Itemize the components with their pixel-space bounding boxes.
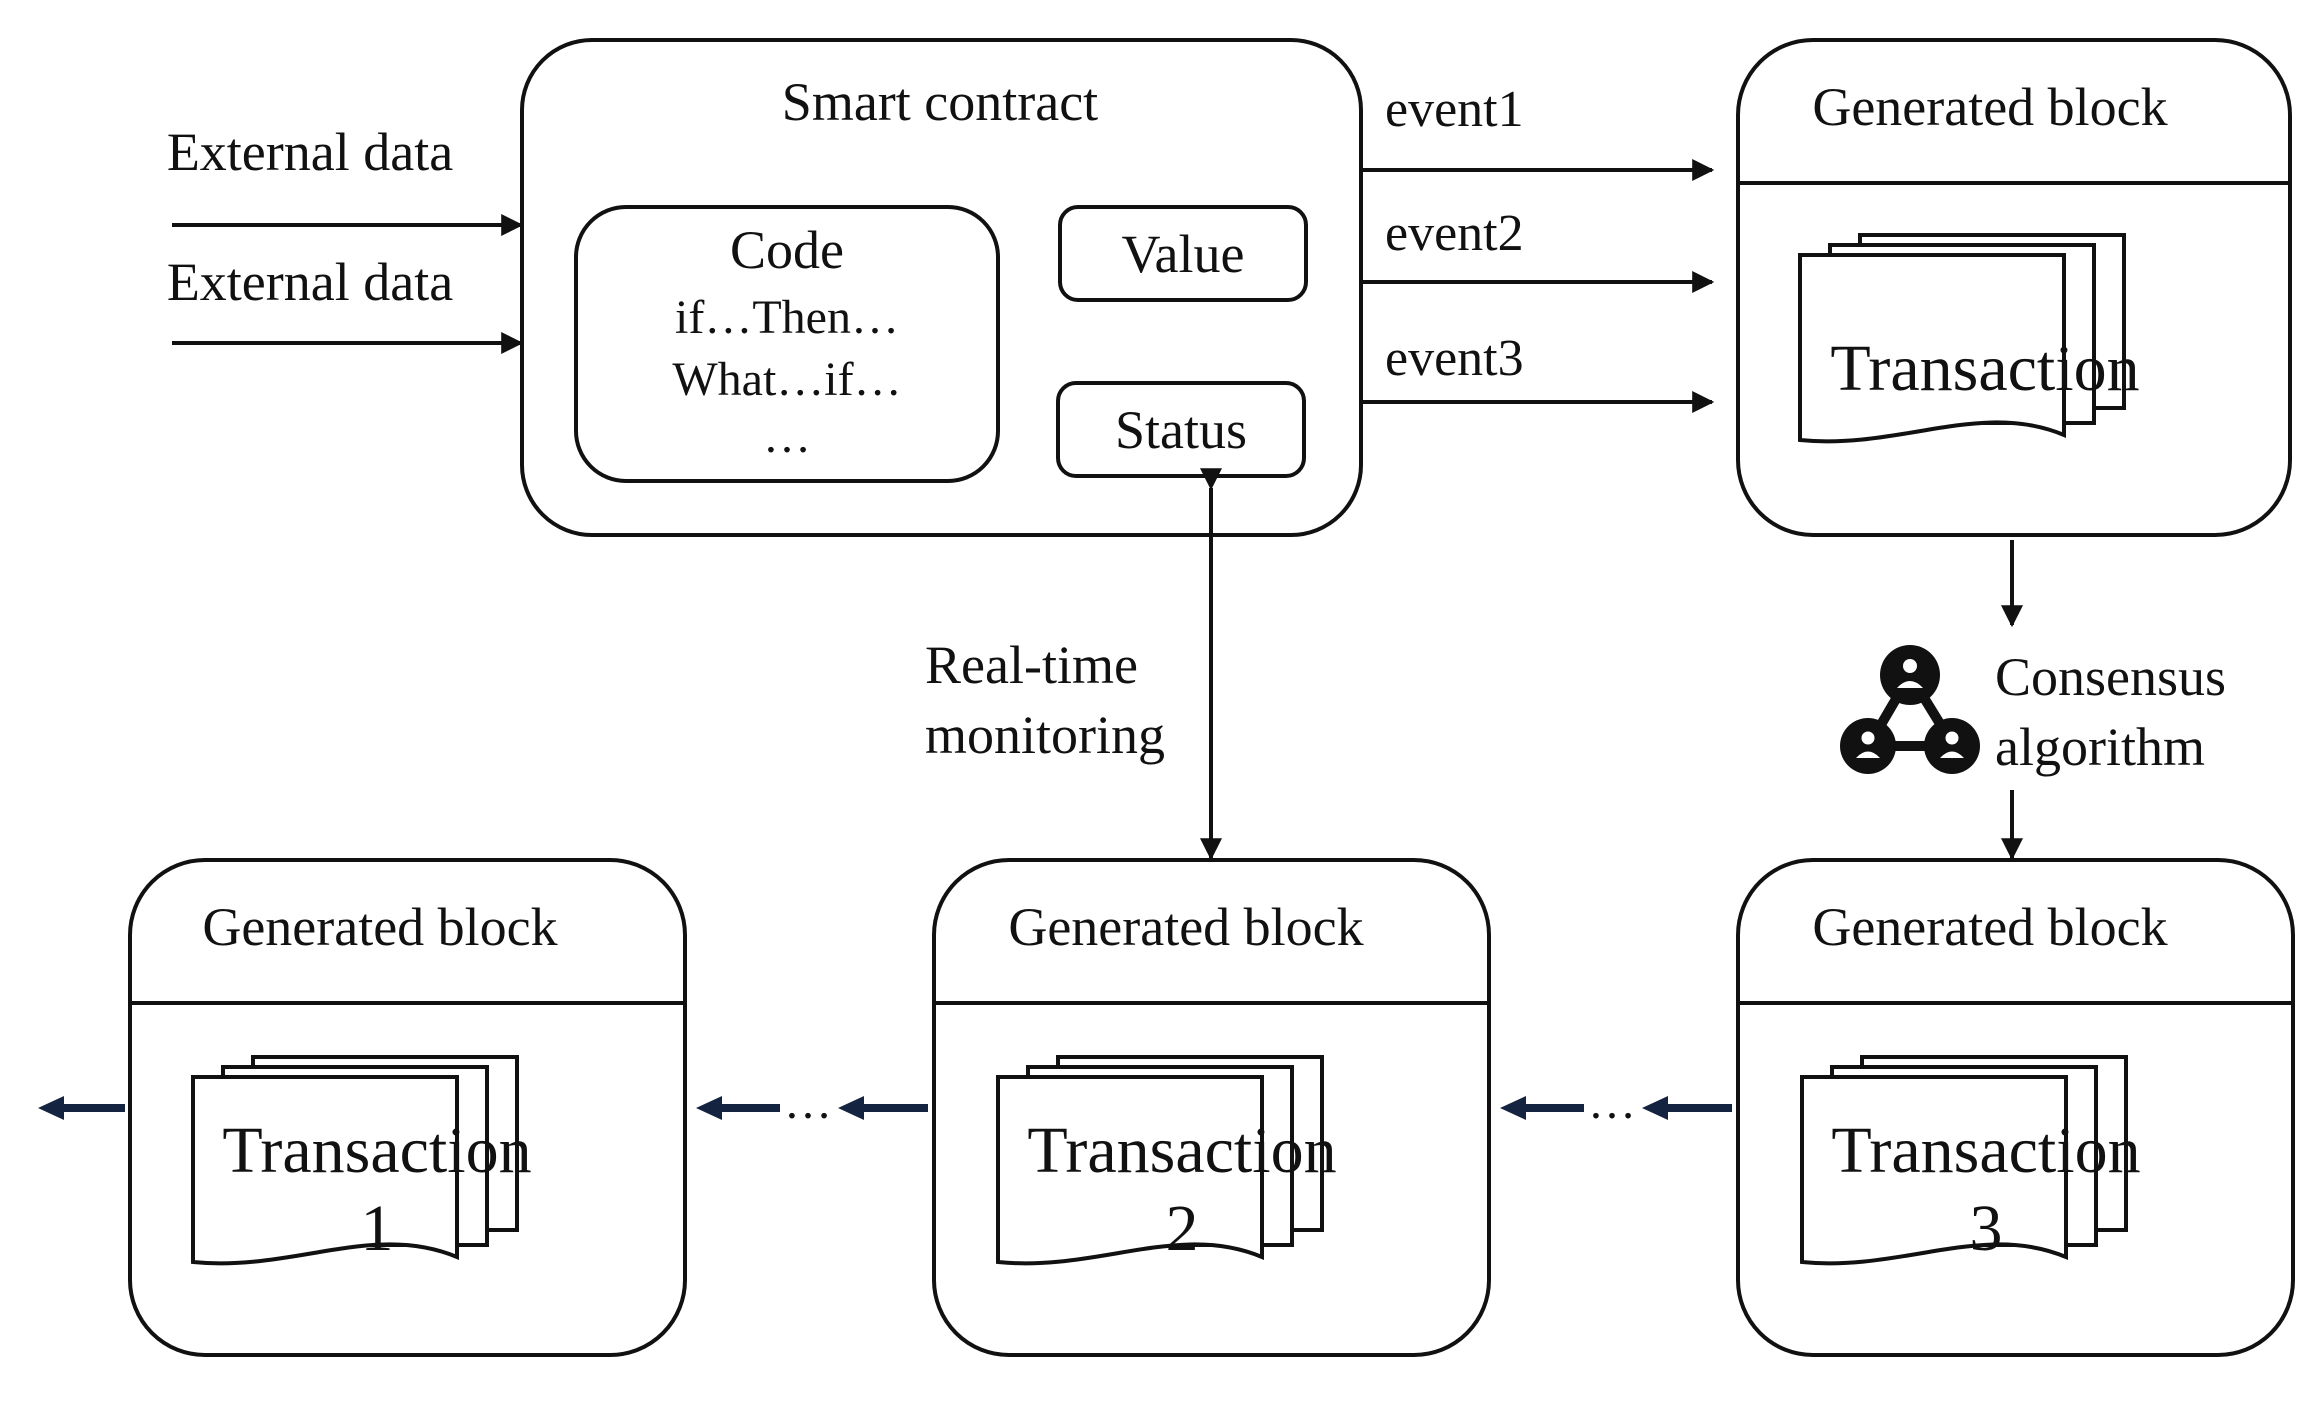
value-label: Value [1122,224,1245,284]
consensus-label-line-1: Consensus [1995,647,2226,707]
code-line-2: What…if… [672,353,901,406]
chain-arrow-block2-to-block1: … [696,1076,928,1129]
chain-gap-ellipsis-left: … [784,1076,832,1129]
event2-label: event2 [1385,205,1524,262]
chain-block-2-number: 2 [1166,1192,1199,1265]
consensus-network-icon [1840,645,1980,774]
value-box [1058,205,1308,302]
status-label: Status [1115,400,1247,460]
chain-block-2-title: Generated block [1008,897,1363,957]
chain-block-1-transaction: Transaction [222,1114,531,1187]
top-block-title: Generated block [1812,77,2167,137]
chain-gap-ellipsis-right: … [1588,1076,1636,1129]
chain-block-1-title: Generated block [202,897,557,957]
chain-block-3-number: 3 [1970,1192,2003,1265]
chain-arrow-block1-out [38,1096,125,1120]
chain-block-2-transaction: Transaction [1027,1114,1336,1187]
chain-block-1: Generated block Transaction 1 [128,858,687,1357]
monitoring-label-line-2: monitoring [925,705,1165,765]
code-line-1: if…Then… [675,291,899,344]
code-line-3: … [763,410,811,463]
status-box [1056,381,1306,478]
smart-contract-title: Smart contract [782,72,1098,132]
monitoring-label-line-1: Real-time [925,635,1138,695]
code-title: Code [730,220,844,280]
chain-block-1-number: 1 [361,1192,394,1265]
chain-block-3: Generated block Transaction 3 [1736,858,2295,1357]
chain-block-2: Generated block Transaction 2 [932,858,1491,1357]
top-block-transaction: Transaction [1830,332,2139,405]
chain-block-3-title: Generated block [1812,897,2167,957]
code-box [574,205,1000,483]
event1-label: event1 [1385,81,1524,138]
top-generated-block: Generated block Transaction [1736,38,2292,537]
chain-arrow-block3-to-block2: … [1500,1076,1732,1129]
consensus-label-line-2: algorithm [1995,717,2205,777]
external-data-label-2: External data [167,252,453,312]
chain-block-3-transaction: Transaction [1831,1114,2140,1187]
external-data-label-1: External data [167,122,453,182]
event3-label: event3 [1385,330,1524,387]
